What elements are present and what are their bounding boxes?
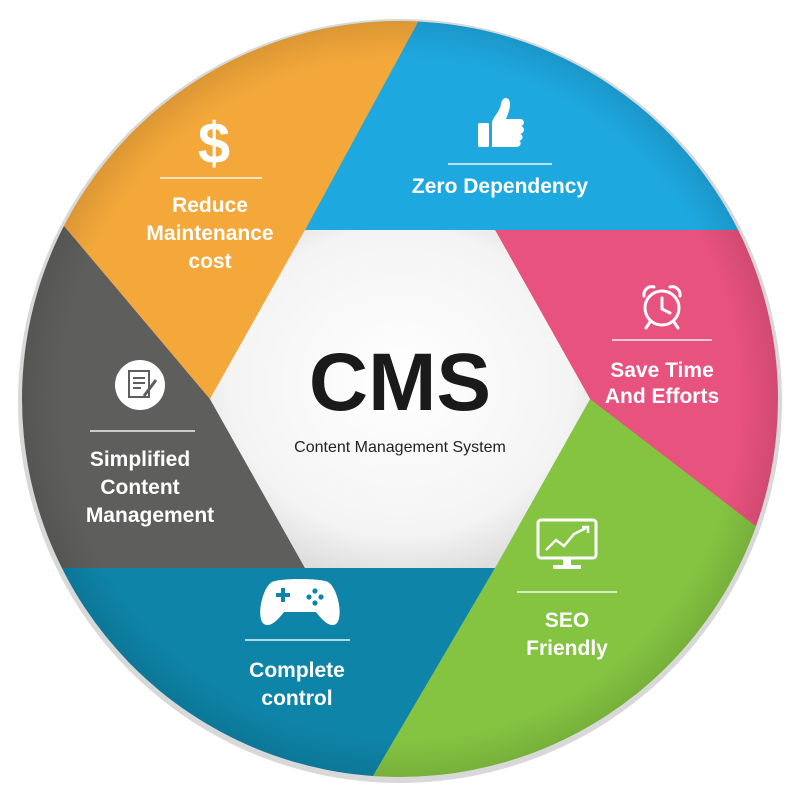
label-seo-friendly-line1: SEO [545,609,589,632]
label-seo-friendly-line2: Friendly [526,637,608,660]
label-complete-control-line2: control [261,687,332,710]
segment-complete-control-content: Complete control [245,579,350,710]
segment-zero-dependency-content: Zero Dependency [412,98,589,198]
center-title: CMS [309,337,491,428]
segment-save-time-content: Save Time And Efforts [605,285,719,408]
label-save-time-line1: Save Time [610,359,714,382]
monitor-chart-icon [536,518,598,569]
label-simplified-content-line1: Simplified [90,448,190,471]
label-reduce-cost-line3: cost [188,250,231,273]
center-hexagon [210,230,590,568]
segment-seo-friendly-content: SEO Friendly [517,518,617,660]
dollar-icon: $ [198,111,230,176]
segment-simplified-content-content: Simplified Content Management [86,360,214,527]
thumbs-up-icon [478,98,524,147]
label-reduce-cost-line2: Maintenance [146,222,273,245]
label-complete-control-line1: Complete [249,659,345,682]
alarm-clock-icon [642,285,682,330]
label-reduce-cost-line1: Reduce [172,194,248,217]
segment-reduce-cost-content: $ Reduce Maintenance cost [146,111,273,273]
label-save-time-line2: And Efforts [605,385,719,408]
label-zero-dependency-line1: Zero Dependency [412,175,589,198]
label-simplified-content-line2: Content [100,476,179,499]
label-simplified-content-line3: Management [86,504,214,527]
gamepad-icon [260,579,340,626]
document-edit-icon [115,360,165,410]
center-subtitle: Content Management System [294,439,506,456]
